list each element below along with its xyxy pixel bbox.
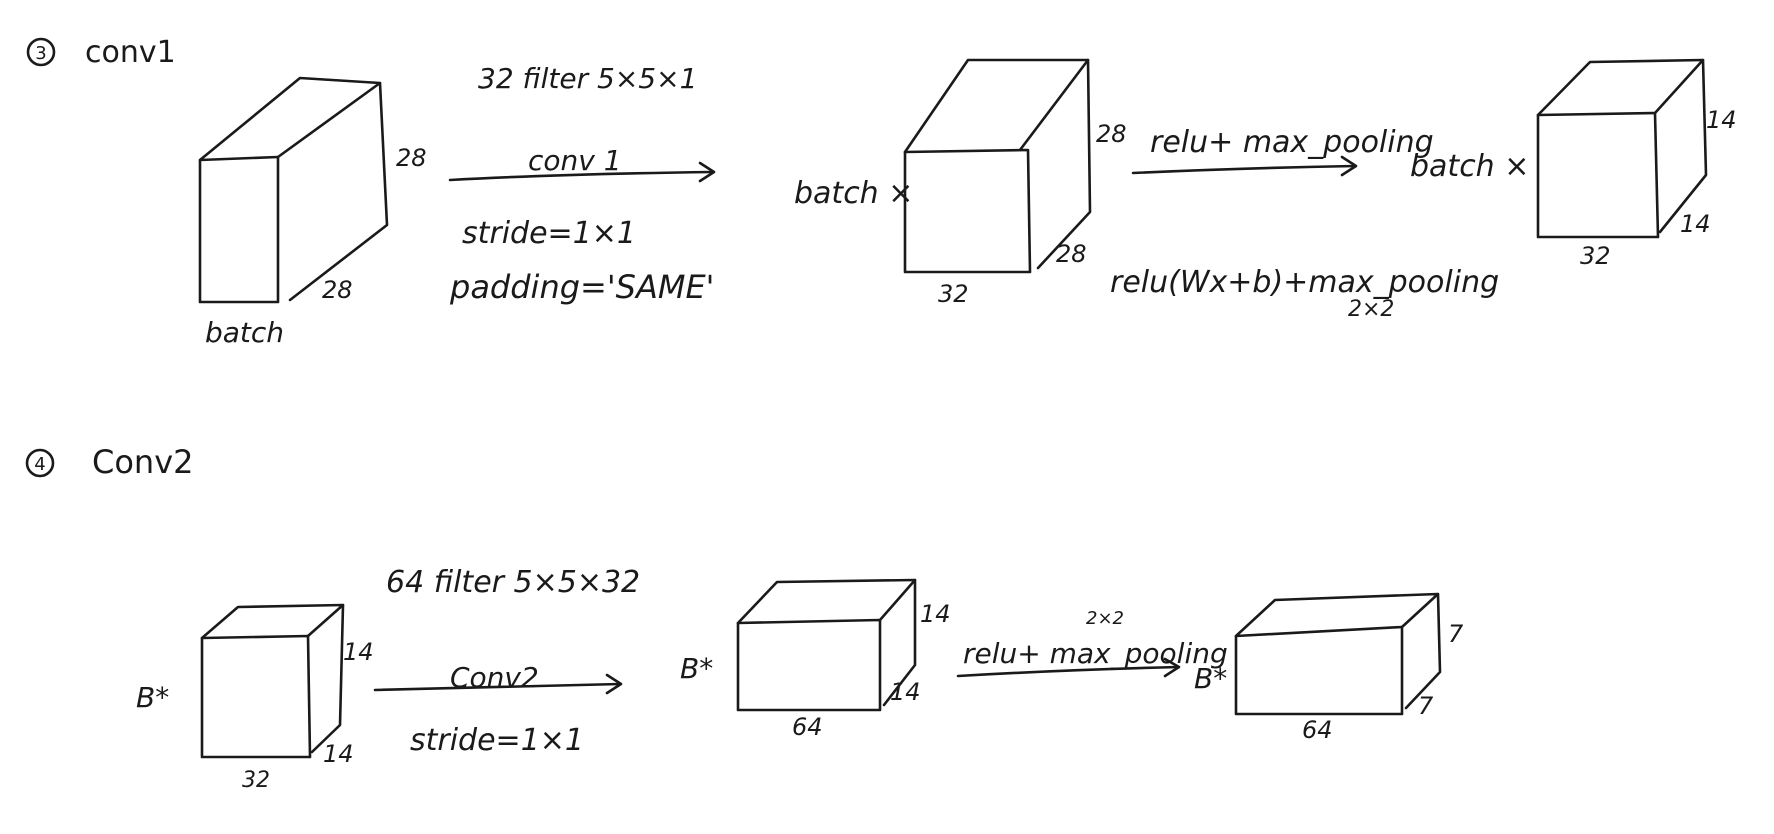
section1-out-prefix: batch × <box>1410 149 1529 184</box>
section1-filter-label: 32 filter 5×5×1 <box>478 62 697 95</box>
section2-pool-arrowhead <box>1163 657 1181 678</box>
section1-pool-name: relu+ max_pooling <box>1150 125 1434 160</box>
section2-mid-cube <box>736 578 917 712</box>
section2-input-width: 32 <box>242 768 270 793</box>
cube-top-face <box>1234 592 1440 638</box>
section1-input-height: 28 <box>396 144 427 172</box>
section2-out-width: 64 <box>1302 716 1333 744</box>
section1-out-height: 14 <box>1706 106 1737 134</box>
cube-side-face <box>310 603 345 754</box>
section1-pool-arrow <box>1131 164 1357 175</box>
section1-op-name: conv 1 <box>528 144 622 177</box>
cube-top-face <box>736 578 917 625</box>
section2-input-depth: 14 <box>323 740 354 768</box>
cube-front-face <box>1536 111 1660 239</box>
cube-side-face <box>882 578 917 707</box>
cube-side-face <box>1658 58 1708 234</box>
section2-out-cube <box>1234 592 1442 716</box>
section1-mid-prefix: batch × <box>794 176 913 211</box>
section1-title: conv1 <box>85 35 176 70</box>
section2-out-depth: 7 <box>1418 692 1434 720</box>
section1-padding: padding='SAME' <box>449 268 714 306</box>
section1-mid-depth: 28 <box>1056 240 1087 268</box>
section1-number-circle <box>26 37 56 67</box>
section2-mid-width: 64 <box>792 713 823 741</box>
section1-out-depth: 14 <box>1680 210 1711 238</box>
section1-number: 3 <box>35 43 46 64</box>
section2-input-height: 14 <box>343 638 374 666</box>
cube-top-face <box>198 76 382 162</box>
section2-pool-name: relu+ max_pooling <box>963 637 1228 670</box>
section2-pool-arrow <box>956 665 1180 678</box>
section2-input-cube <box>200 603 345 759</box>
section1-mid-width: 32 <box>938 280 969 308</box>
cube-front-face <box>198 155 280 304</box>
section2-out-prefix: B* <box>1194 662 1227 695</box>
cube-top-face <box>200 603 345 640</box>
section1-mid-cube <box>903 58 1092 274</box>
section1-out-width: 32 <box>1580 242 1611 270</box>
section2-number: 4 <box>34 454 45 475</box>
section2-number-circle <box>25 448 55 478</box>
cube-front-face <box>1234 625 1404 716</box>
section1-input-depth: 28 <box>322 276 353 304</box>
section1-mid-height: 28 <box>1096 120 1127 148</box>
section2-stride: stride=1×1 <box>410 723 584 758</box>
section2-mid-height: 14 <box>920 600 951 628</box>
section1-conv-arrowhead <box>698 161 716 183</box>
cube-front-face <box>903 148 1032 274</box>
cube-top-face <box>1536 58 1705 117</box>
cube-top-face <box>903 58 1090 154</box>
cube-side-face <box>288 81 389 302</box>
section1-input-width: batch <box>205 316 284 349</box>
section1: 3 conv1 28 28 batch 32 filter 5×5×1 conv… <box>26 35 1737 349</box>
section2: 4 Conv2 B* 14 14 32 64 filter 5×5×32 Con… <box>25 443 1464 793</box>
section1-input-cube <box>198 76 389 304</box>
section2-conv-arrowhead <box>605 673 623 695</box>
section2-mid-prefix: B* <box>680 652 713 685</box>
cube-front-face <box>200 634 312 759</box>
cube-side-face <box>1404 592 1442 710</box>
section1-conv-arrow <box>448 170 714 182</box>
section2-conv-arrow <box>373 682 622 692</box>
cube-front-face <box>736 618 882 712</box>
section2-title: Conv2 <box>92 443 194 481</box>
section2-pool-size: 2×2 <box>1086 608 1124 629</box>
section2-mid-depth: 14 <box>890 678 921 706</box>
section1-pool-formula: relu(Wx+b)+max_pooling <box>1110 265 1499 300</box>
section2-input-prefix: B* <box>136 681 169 714</box>
section2-out-height: 7 <box>1448 620 1464 648</box>
cube-side-face <box>1036 58 1092 270</box>
section1-pool-size: 2×2 <box>1348 297 1394 322</box>
section2-filter-label: 64 filter 5×5×32 <box>386 565 640 600</box>
section1-out-cube <box>1536 58 1708 239</box>
section1-stride: stride=1×1 <box>462 216 636 251</box>
section1-pool-arrowhead <box>1340 155 1358 177</box>
